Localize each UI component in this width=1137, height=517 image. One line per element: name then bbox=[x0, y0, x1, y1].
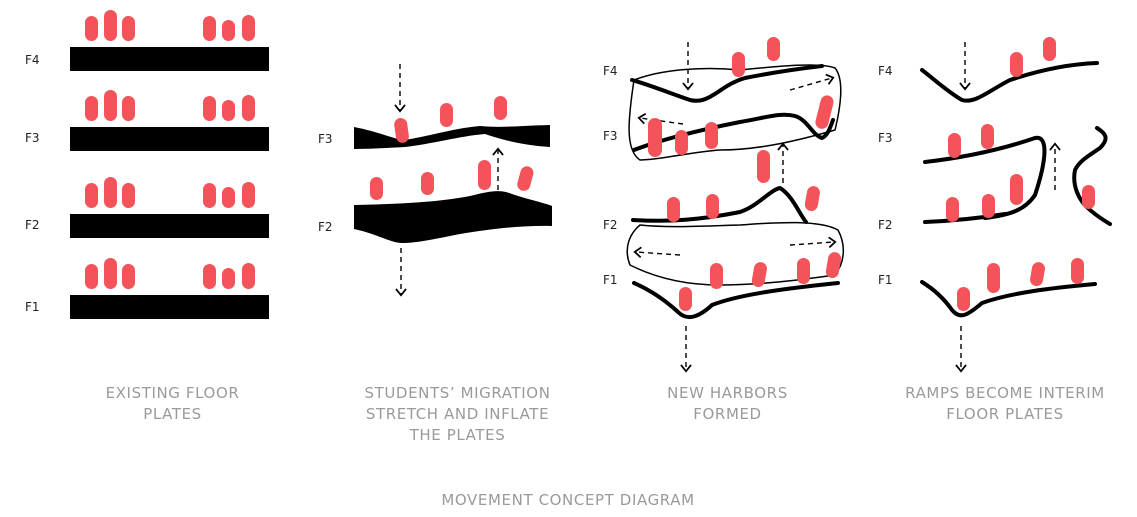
stretched-plate-f3 bbox=[354, 125, 550, 149]
panel-ramps-interim: F4 F3 F2 F1 bbox=[878, 37, 1112, 373]
floor-label-f3: F3 bbox=[318, 132, 333, 146]
floor-line-f3 bbox=[923, 135, 1047, 220]
people-group-migration bbox=[370, 96, 534, 200]
floor-line-f4 bbox=[920, 61, 1099, 103]
floor-line-f2 bbox=[923, 212, 1007, 224]
floor-line-f1 bbox=[632, 281, 840, 320]
floor-line-f1 bbox=[920, 280, 1097, 318]
floor-plate-f2 bbox=[70, 214, 269, 238]
floor-plate-f4 bbox=[70, 47, 269, 71]
caption-students-migration: STUDENTS’ MIGRATION STRETCH AND INFLATE … bbox=[364, 384, 551, 444]
floor-label-f1: F1 bbox=[25, 300, 40, 314]
people-group-harbors bbox=[648, 37, 842, 311]
dashed-arrow-left-lower bbox=[633, 246, 681, 259]
people-group-f1 bbox=[85, 258, 255, 289]
floor-plate-f1 bbox=[70, 295, 269, 319]
inflated-plate-f2 bbox=[354, 191, 552, 243]
floor-line-f2 bbox=[631, 186, 808, 224]
floor-line-f4 bbox=[630, 64, 824, 103]
dashed-arrow-right-upper bbox=[789, 73, 835, 91]
floor-label-f4: F4 bbox=[25, 53, 40, 67]
floor-label-f1: F1 bbox=[603, 273, 618, 287]
panel-new-harbors: F4 F3 F2 F1 bbox=[603, 37, 844, 373]
ramp-curve-right bbox=[1072, 126, 1112, 226]
people-group-f4 bbox=[85, 10, 255, 41]
floor-label-f1: F1 bbox=[878, 273, 893, 287]
floor-label-f4: F4 bbox=[878, 64, 893, 78]
panel-existing-floor-plates: F4 F3 F2 F1 bbox=[25, 10, 269, 319]
people-group-ramps bbox=[946, 37, 1095, 311]
dashed-arrow-left-upper bbox=[637, 112, 684, 125]
floor-label-f4: F4 bbox=[603, 64, 618, 78]
floor-label-f2: F2 bbox=[603, 218, 618, 232]
panel-students-migration: F3 F2 bbox=[318, 64, 552, 297]
floor-label-f2: F2 bbox=[318, 220, 333, 234]
diagram-title: MOVEMENT CONCEPT DIAGRAM bbox=[441, 491, 695, 509]
caption-ramps-interim: RAMPS BECOME INTERIM FLOOR PLATES bbox=[905, 384, 1105, 423]
caption-new-harbors: NEW HARBORS FORMED bbox=[667, 384, 788, 423]
people-group-f3 bbox=[85, 90, 255, 121]
floor-label-f2: F2 bbox=[878, 218, 893, 232]
floor-label-f3: F3 bbox=[603, 129, 618, 143]
dashed-arrow-right-lower bbox=[789, 236, 837, 249]
floor-line-f3 bbox=[632, 112, 835, 152]
floor-plate-f3 bbox=[70, 127, 269, 151]
floor-label-f3: F3 bbox=[25, 131, 40, 145]
people-group-f2 bbox=[85, 177, 255, 208]
floor-label-f2: F2 bbox=[25, 218, 40, 232]
floor-label-f3: F3 bbox=[878, 131, 893, 145]
caption-existing-floor-plates: EXISTING FLOOR PLATES bbox=[105, 384, 240, 423]
